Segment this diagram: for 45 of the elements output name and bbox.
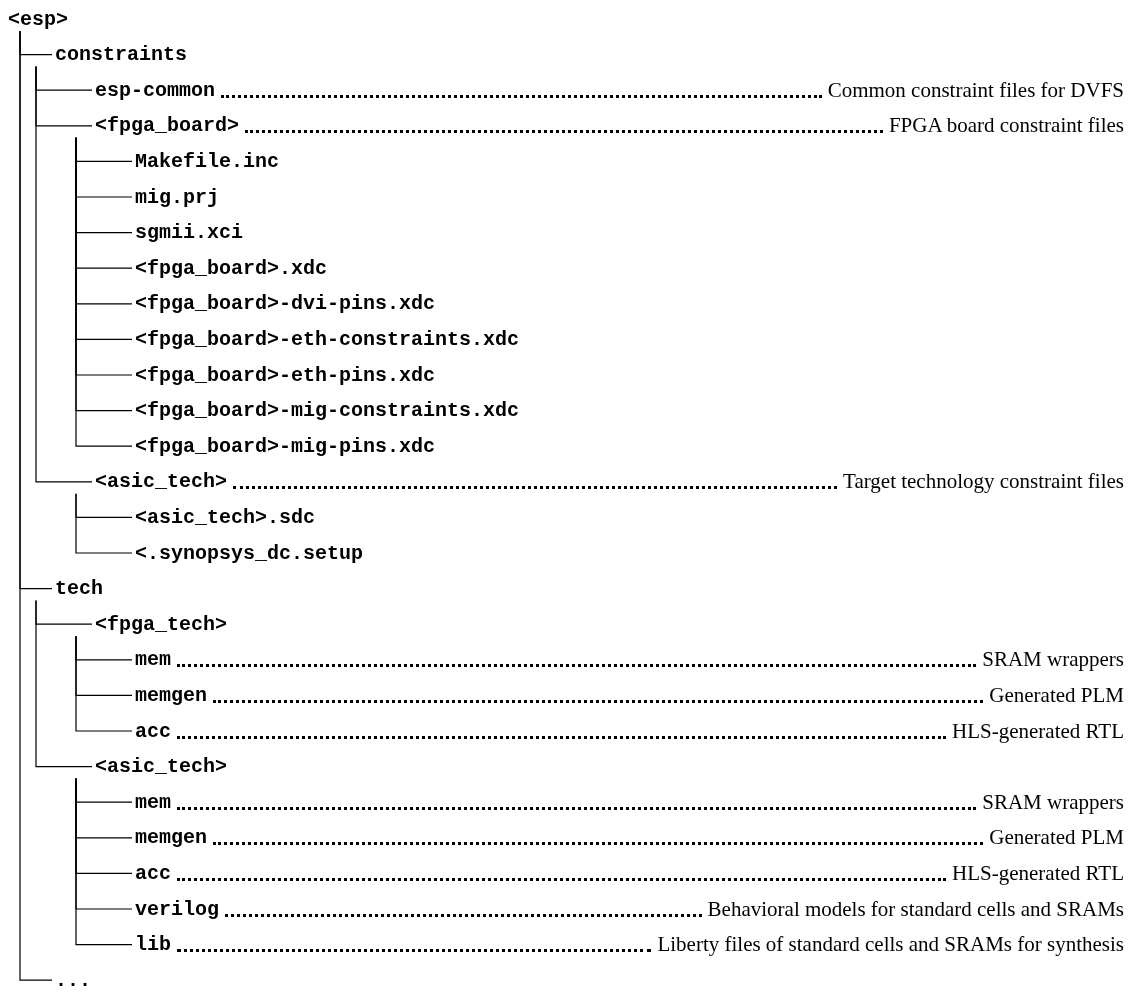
file-name: <fpga_board>-eth-constraints.xdc bbox=[135, 326, 520, 353]
file-name: <asic_tech>.sdc bbox=[135, 504, 316, 531]
directory-name: <fpga_tech> bbox=[95, 611, 228, 638]
description-text: SRAM wrappers bbox=[982, 789, 1124, 815]
directory-name: <asic_tech> bbox=[95, 470, 228, 494]
directory-name: ... bbox=[55, 967, 91, 994]
file-name: acc bbox=[135, 719, 171, 743]
tree-connector bbox=[75, 635, 133, 732]
directory-name: constraints bbox=[55, 41, 188, 68]
description-text: Behavioral models for standard cells and SRAMs bbox=[707, 896, 1124, 922]
description-text: Common constraint files for DVFS bbox=[827, 77, 1124, 103]
description-text: HLS-generated RTL bbox=[952, 860, 1124, 886]
description-text: FPGA board constraint files bbox=[888, 113, 1124, 139]
file-name: <fpga_board>-dvi-pins.xdc bbox=[135, 290, 436, 317]
file-name: lib bbox=[135, 933, 171, 957]
file-name: memgen bbox=[135, 826, 207, 850]
file-name: <fpga_board>-eth-pins.xdc bbox=[135, 362, 436, 388]
file-name: <fpga_board>.xdc bbox=[135, 255, 328, 282]
description-text: SRAM wrappers bbox=[982, 647, 1124, 673]
tree-connector bbox=[35, 66, 93, 483]
directory-name: tech bbox=[55, 575, 103, 602]
description-text: HLS-generated RTL bbox=[952, 718, 1124, 744]
directory-name: <esp> bbox=[8, 6, 68, 32]
directory-name: <fpga_board> bbox=[95, 114, 240, 138]
file-name: mem bbox=[135, 648, 171, 672]
file-name: <fpga_board>-mig-constraints.xdc bbox=[135, 397, 520, 424]
file-name: mig.prj bbox=[135, 184, 219, 210]
tree-connector bbox=[75, 778, 133, 946]
file-name: verilog bbox=[135, 897, 219, 921]
file-name: acc bbox=[135, 861, 171, 885]
directory-name: esp-common bbox=[95, 78, 216, 102]
file-name: <.synopsys_dc.setup bbox=[135, 540, 364, 566]
file-name: <fpga_board>-mig-pins.xdc bbox=[135, 433, 436, 460]
file-name: memgen bbox=[135, 683, 207, 707]
description-text: Generated PLM bbox=[989, 825, 1124, 851]
file-name: sgmii.xci bbox=[135, 219, 244, 246]
file-name: mem bbox=[135, 790, 171, 814]
tree-connector bbox=[35, 600, 93, 768]
description-text: Liberty files of standard cells and SRAMs for synthesis bbox=[657, 932, 1124, 958]
description-text: Target technology constraint files bbox=[843, 469, 1124, 495]
description-text: Generated PLM bbox=[989, 682, 1124, 708]
file-name: Makefile.inc bbox=[135, 148, 280, 175]
directory-name: <asic_tech> bbox=[95, 753, 228, 780]
tree-connector bbox=[75, 493, 133, 554]
tree-connector bbox=[19, 30, 53, 981]
